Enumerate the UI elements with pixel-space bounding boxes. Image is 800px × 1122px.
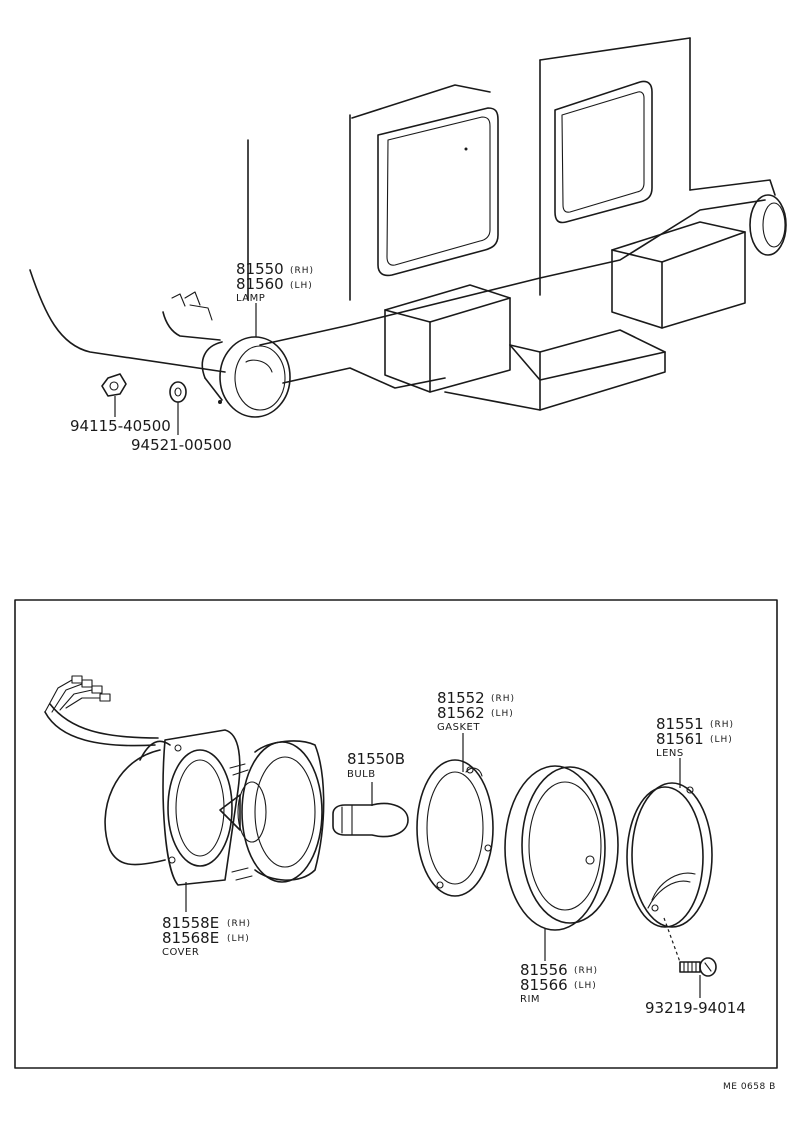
lens-illustration xyxy=(626,782,713,928)
lamp-lh-part-no: 81560 xyxy=(236,275,284,293)
lamp-rh-side: (RH) xyxy=(290,266,314,276)
gasket-rh-side: (RH) xyxy=(491,694,515,704)
cover-lh-side: (LH) xyxy=(227,934,250,944)
gasket-rh-part-no: 81552 xyxy=(437,689,485,707)
bulb-name-label: BULB xyxy=(347,769,376,780)
nut-illustration xyxy=(101,373,127,397)
gasket-lh-part-no: 81562 xyxy=(437,704,485,722)
bulb-part-no: 81550B xyxy=(347,750,405,768)
rim-rh-side: (RH) xyxy=(574,966,598,976)
detail-frame xyxy=(14,599,778,1069)
washer-part-no: 94521-00500 xyxy=(131,436,232,454)
socket-illustration xyxy=(219,740,325,883)
cover-name-label: COVER xyxy=(162,947,199,958)
screw-part-no: 93219-94014 xyxy=(645,999,746,1017)
gasket-name-label: GASKET xyxy=(437,722,480,733)
gasket-illustration xyxy=(416,759,494,897)
washer-illustration xyxy=(169,381,187,403)
rim-rh-part-no: 81556 xyxy=(520,961,568,979)
lens-lh-side: (LH) xyxy=(710,735,733,745)
lens-rh-part-no: 81551 xyxy=(656,715,704,733)
nut-part-no: 94115-40500 xyxy=(70,417,171,435)
drawing-code: ME 0658 B xyxy=(723,1082,776,1092)
cover-illustration xyxy=(104,729,241,886)
cover-rh-side: (RH) xyxy=(227,919,251,929)
rim-lh-side: (LH) xyxy=(574,981,597,991)
lamp-rh-part-no: 81550 xyxy=(236,260,284,278)
lamp-assembly-illustration xyxy=(162,291,291,418)
lens-rh-side: (RH) xyxy=(710,720,734,730)
lamp-lh-side: (LH) xyxy=(290,281,313,291)
bulb-illustration xyxy=(332,802,409,838)
rim-lh-part-no: 81566 xyxy=(520,976,568,994)
lamp-name-label: LAMP xyxy=(236,293,265,304)
lens-lh-part-no: 81561 xyxy=(656,730,704,748)
wire-harness-illustration xyxy=(44,675,159,747)
vehicle-rear-illustration xyxy=(29,37,787,411)
lens-name-label: LENS xyxy=(656,748,684,759)
rim-name-label: RIM xyxy=(520,994,540,1005)
rim-illustration xyxy=(504,765,619,931)
cover-rh-part-no: 81558E xyxy=(162,914,219,932)
screw-illustration xyxy=(679,957,717,977)
cover-lh-part-no: 81568E xyxy=(162,929,219,947)
gasket-lh-side: (LH) xyxy=(491,709,514,719)
screw-dashed-line xyxy=(663,917,681,963)
